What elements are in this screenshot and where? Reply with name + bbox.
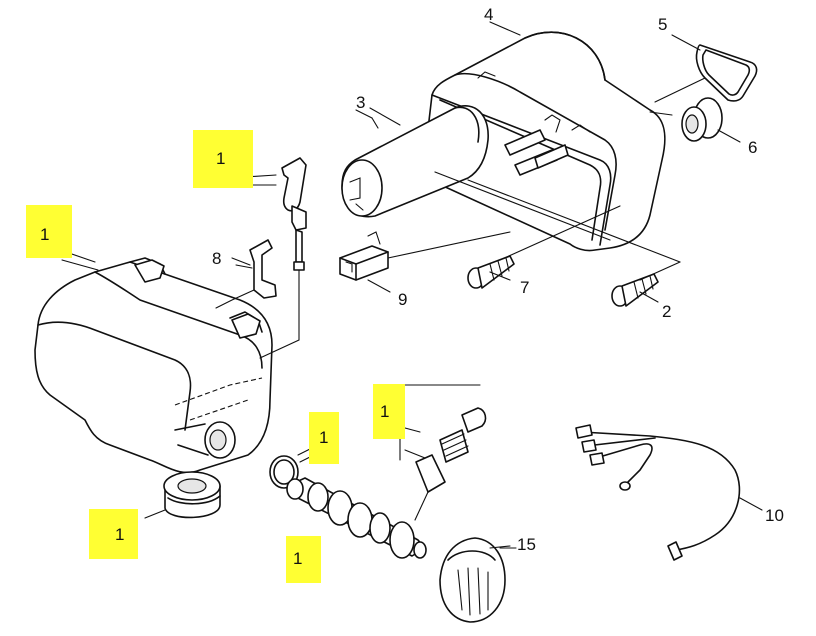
valve-shaft bbox=[286, 477, 427, 559]
callout-10: 10 bbox=[765, 506, 784, 525]
screw-2 bbox=[611, 273, 659, 307]
callout-9: 9 bbox=[398, 290, 407, 309]
main-tank bbox=[34, 257, 273, 474]
grommet-small bbox=[681, 97, 723, 142]
callout-3: 3 bbox=[356, 93, 365, 112]
valve-spring-set bbox=[399, 384, 487, 521]
callout-6: 6 bbox=[748, 138, 757, 157]
callout-highlight-1f bbox=[286, 536, 321, 583]
callout-15: 15 bbox=[517, 535, 536, 554]
callout-1b: 1 bbox=[40, 225, 49, 244]
highlight-boxes bbox=[26, 130, 405, 583]
clip bbox=[215, 239, 277, 309]
capacitor bbox=[341, 105, 489, 218]
screw-7 bbox=[467, 255, 515, 289]
callout-8: 8 bbox=[212, 249, 221, 268]
wire-harness bbox=[575, 424, 741, 561]
float-lever bbox=[244, 157, 307, 359]
callout-1d: 1 bbox=[319, 428, 328, 447]
callout-highlight-1e bbox=[89, 509, 138, 559]
callout-highlight-1d bbox=[309, 412, 339, 464]
callout-5: 5 bbox=[658, 15, 667, 34]
callout-1c: 1 bbox=[380, 402, 389, 421]
gasket bbox=[695, 44, 758, 102]
callout-highlight-1c bbox=[373, 384, 405, 439]
assembly-lines-upper bbox=[387, 77, 706, 281]
callout-2: 2 bbox=[662, 302, 671, 321]
callout-4: 4 bbox=[484, 5, 493, 24]
callout-1a: 1 bbox=[216, 149, 225, 168]
connector bbox=[339, 231, 389, 281]
callout-1e: 1 bbox=[115, 525, 124, 544]
grommet-large bbox=[144, 471, 221, 519]
callout-highlight-1a bbox=[193, 130, 253, 188]
knob bbox=[439, 537, 511, 623]
callout-highlight-1b bbox=[26, 205, 72, 258]
callout-7: 7 bbox=[520, 278, 529, 297]
callout-1f: 1 bbox=[293, 549, 302, 568]
housing-terminals bbox=[504, 129, 569, 176]
callout-labels: 1 1 1 1 1 1 2 3 4 5 6 7 8 9 10 15 bbox=[40, 5, 784, 568]
